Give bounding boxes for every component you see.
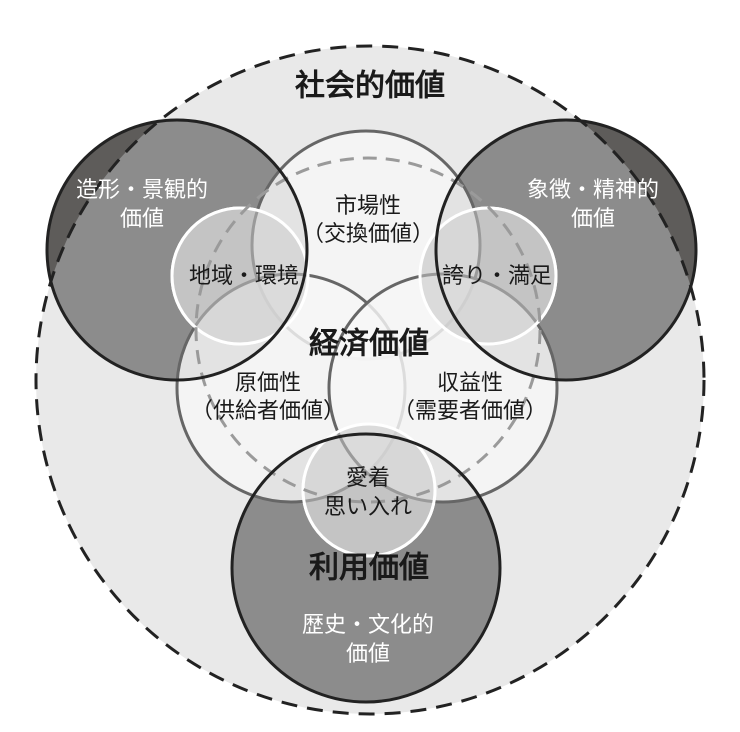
economic-label: 経済価値	[309, 327, 429, 362]
society-outline	[34, 44, 706, 716]
symbolic-value-sub-label: 価値	[571, 207, 615, 232]
formal-value-sub-label: 価値	[120, 207, 164, 232]
profit-label: 収益性	[437, 371, 503, 396]
formal-value-label: 造形・景観的	[76, 178, 208, 203]
cost-label: 原価性	[235, 371, 301, 396]
profit-sub-label: （需要者価値）	[393, 399, 547, 424]
market-sub-label: （交換価値）	[302, 222, 434, 247]
history-value-label: 歴史・文化的	[302, 613, 434, 638]
use-label: 利用価値	[309, 551, 429, 586]
region-label: 地域・環境	[189, 264, 299, 289]
economic-value-circle	[194, 156, 542, 504]
history-value-sub-label: 価値	[346, 642, 390, 667]
attachment-label: 愛着	[346, 466, 390, 491]
cost-sub-label: （供給者価値）	[191, 399, 345, 424]
pride-label: 誇り・満足	[442, 264, 552, 289]
symbolic-value-label: 象徴・精神的	[527, 178, 659, 203]
society-label: 社会的価値	[295, 69, 445, 104]
attachment-sub-label: 思い入れ	[324, 495, 412, 520]
market-label: 市場性	[335, 194, 401, 219]
